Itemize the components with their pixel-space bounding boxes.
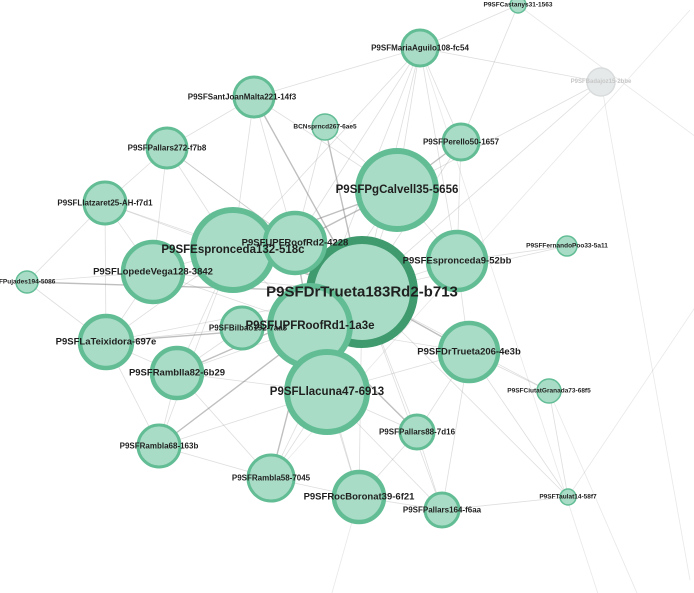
graph-node-n28[interactable]	[509, 0, 527, 14]
node-label: P9SFPgCalvell35-5656	[336, 184, 459, 196]
nodes-layer: P9SFDrTrueta183Rd2-b713P9SFUPFRoofRd1-1a…	[0, 0, 632, 529]
graph-node-n7[interactable]	[425, 229, 489, 293]
node-circle[interactable]	[311, 113, 339, 141]
node-label: P9SFPallars88-7d16	[379, 428, 456, 437]
node-label: P9SFUPFRoofRd2-4228	[242, 238, 349, 249]
node-label: P9SFPallars164-f6aa	[403, 506, 482, 515]
graph-edge-n18-n29	[419, 47, 602, 83]
node-label: P9SFCastanys31-1563	[483, 2, 552, 9]
graph-edge-n24-n27	[548, 390, 569, 498]
node-circle[interactable]	[536, 378, 562, 404]
graph-node-n4[interactable]	[355, 148, 439, 232]
node-circle[interactable]	[509, 0, 527, 14]
node-label: P9SFSantJoanMalta221-14f3	[188, 93, 297, 102]
graph-node-n14[interactable]	[136, 423, 182, 469]
node-circle[interactable]	[15, 270, 39, 294]
node-label: P9SFPerello50-1657	[423, 138, 500, 147]
node-label: P9SFRambla58-7045	[232, 474, 311, 483]
graph-node-n17[interactable]	[232, 75, 276, 119]
node-label: P9SFDrTrueta206-4e3b	[417, 347, 521, 358]
node-circle[interactable]	[331, 469, 387, 525]
graph-node-n29[interactable]	[586, 67, 616, 97]
graph-node-n8[interactable]	[437, 320, 501, 384]
graph-node-n3[interactable]	[284, 349, 370, 435]
node-circle[interactable]	[425, 229, 489, 293]
node-label: P9SFDrTrueta183Rd2-b713	[266, 284, 458, 301]
graph-node-n18[interactable]	[400, 28, 440, 68]
graph-node-n21[interactable]	[423, 491, 461, 529]
node-label: P9SFRambla68-163b	[120, 442, 199, 451]
graph-edge-n5-n18	[232, 47, 421, 251]
node-circle[interactable]	[437, 320, 501, 384]
node-label: P9SFLlacuna47-6913	[270, 386, 384, 398]
node-circle[interactable]	[284, 349, 370, 435]
node-label: P9SFBilbao192-7aa3	[209, 324, 288, 333]
graph-node-n6[interactable]	[262, 210, 328, 276]
node-circle[interactable]	[120, 239, 186, 305]
node-label: P9SFCiutatGranada73-68f5	[507, 388, 591, 395]
node-label: P9SFFernandoPoo33-5a11	[526, 243, 608, 250]
node-label: P9SFRamblla82-6b29	[129, 368, 225, 379]
node-label: P9SFLlatzaret25-AH-f7d1	[57, 199, 153, 208]
graph-node-n9[interactable]	[120, 239, 186, 305]
node-label: BCNsprncd267-6ae5	[293, 124, 357, 131]
graph-edge-offcanvas-n27	[567, 308, 694, 498]
node-circle[interactable]	[400, 28, 440, 68]
node-label: P9SFTaulat14-58f7	[539, 494, 597, 501]
node-circle[interactable]	[355, 148, 439, 232]
graph-node-n27[interactable]	[559, 488, 577, 506]
node-circle[interactable]	[556, 235, 578, 257]
node-label: P9SFPujades194-5086	[0, 279, 56, 286]
node-circle[interactable]	[145, 126, 189, 170]
graph-node-n12[interactable]	[331, 469, 387, 525]
graph-node-n11[interactable]	[149, 345, 205, 401]
node-label: P9SFMariaAguilo108-fc54	[371, 44, 469, 53]
graph-edge-n7-n18	[419, 47, 458, 262]
graph-node-n15[interactable]	[82, 180, 128, 226]
node-circle[interactable]	[423, 491, 461, 529]
graph-node-n19[interactable]	[441, 122, 481, 162]
node-circle[interactable]	[246, 453, 296, 503]
node-circle[interactable]	[136, 423, 182, 469]
node-circle[interactable]	[398, 413, 436, 451]
node-label: P9SFEspronceda132-518c	[161, 244, 305, 256]
node-label: P9SFLopedeVega128-3842	[93, 267, 213, 278]
graph-node-n13[interactable]	[246, 453, 296, 503]
node-circle[interactable]	[262, 210, 328, 276]
graph-node-n24[interactable]	[536, 378, 562, 404]
node-label: P9SFPallars272-f7b8	[128, 144, 207, 153]
graph-node-n25[interactable]	[556, 235, 578, 257]
node-circle[interactable]	[586, 67, 616, 97]
graph-node-n23[interactable]	[311, 113, 339, 141]
node-circle[interactable]	[82, 180, 128, 226]
node-circle[interactable]	[559, 488, 577, 506]
graph-node-n26[interactable]	[15, 270, 39, 294]
node-label: P9SFUPFRoofRd1-1a3e	[245, 320, 374, 332]
graph-edge-offcanvas-n24	[548, 390, 638, 593]
node-label: P9SFRocBoronat39-6f21	[304, 492, 416, 503]
graph-edge-n21-n27	[441, 496, 569, 511]
node-label: P9SFLaTeixidora-697e	[56, 337, 157, 348]
node-circle[interactable]	[219, 305, 265, 351]
node-circle[interactable]	[441, 122, 481, 162]
node-label: P9SFBadajoz15-2bbe	[571, 79, 632, 85]
node-circle[interactable]	[232, 75, 276, 119]
graph-node-n10[interactable]	[77, 313, 135, 371]
graph-node-n22[interactable]	[398, 413, 436, 451]
graph-edge-n17-n18	[253, 47, 421, 98]
graph-node-n20[interactable]	[219, 305, 265, 351]
node-circle[interactable]	[77, 313, 135, 371]
node-circle[interactable]	[149, 345, 205, 401]
graph-edge-n6-n18	[294, 47, 421, 244]
graph-edge-n19-n28	[460, 4, 519, 143]
graph-edge-offcanvas-n29	[600, 81, 691, 581]
graph-node-n16[interactable]	[145, 126, 189, 170]
node-label: P9SFEspronceda9-52bb	[403, 256, 512, 267]
